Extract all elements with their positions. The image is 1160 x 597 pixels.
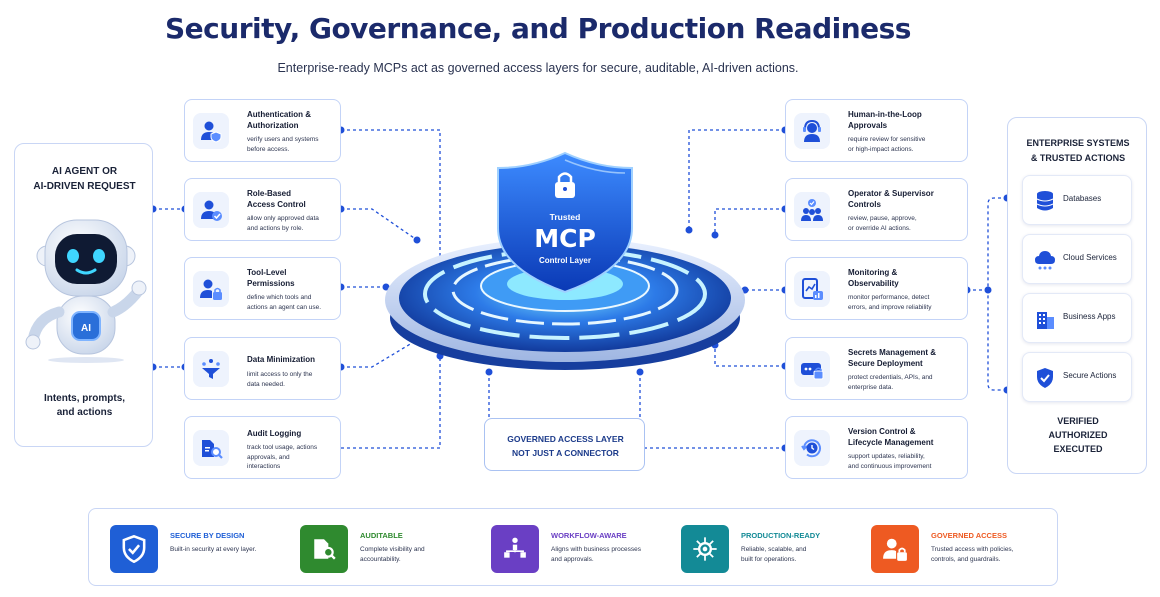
enterprise-item-label: Business Apps — [1063, 312, 1116, 321]
card-desc: support updates, reliability, and contin… — [848, 453, 932, 470]
card-title: Tool-Level Permissions — [247, 268, 295, 288]
card-tool-level-permissions: Tool-Level Permissions define which tool… — [184, 257, 341, 320]
shield-check-icon — [110, 525, 158, 573]
secret-key-lock-icon — [794, 351, 830, 387]
feature-desc: Built-in security at every layer. — [170, 546, 257, 553]
feature-title: PRODUCTION-READY — [741, 531, 821, 540]
headset-agent-icon — [794, 113, 830, 149]
feature-desc: Reliable, scalable, and built for operat… — [741, 546, 807, 563]
enterprise-item-label: Cloud Services — [1063, 253, 1117, 262]
user-lock-icon — [193, 271, 229, 307]
enterprise-panel: ENTERPRISE SYSTEMS & TRUSTED ACTIONS Dat… — [1007, 117, 1147, 474]
card-desc: define which tools and actions an agent … — [247, 294, 322, 311]
enterprise-title: ENTERPRISE SYSTEMS & TRUSTED ACTIONS — [1026, 138, 1130, 163]
database-icon — [1033, 189, 1057, 213]
governed-access-box: GOVERNED ACCESS LAYER NOT JUST A CONNECT… — [484, 418, 645, 471]
enterprise-item-label: Secure Actions — [1063, 371, 1117, 380]
user-check-icon — [193, 192, 229, 228]
lifecycle-clock-icon — [794, 430, 830, 466]
feature-title: AUDITABLE — [360, 531, 403, 540]
mcp-trusted-label: Trusted — [549, 212, 581, 222]
card-data-minimization: Data Minimization limit access to only t… — [184, 337, 341, 400]
feature-title: WORKFLOW-AWARE — [551, 531, 627, 540]
audit-search-icon — [193, 430, 229, 466]
card-desc: review, pause, approve, or override AI a… — [848, 215, 917, 232]
production-hub-icon — [681, 525, 729, 573]
cloud-network-icon — [1033, 248, 1057, 272]
enterprise-item-secure-actions: Secure Actions — [1022, 352, 1132, 402]
enterprise-item-business-apps: Business Apps — [1022, 293, 1132, 343]
card-title: Human-in-the-Loop Approvals — [848, 110, 922, 130]
agent-footer: Intents, prompts, and actions — [43, 393, 126, 418]
ai-agent-panel: AI AGENT OR AI-DRIVEN REQUEST AI Intents… — [14, 143, 153, 447]
enterprise-footer: VERIFIED AUTHORIZED EXECUTED — [1048, 416, 1108, 454]
card-title: Data Minimization — [247, 355, 316, 364]
workflow-person-icon — [491, 525, 539, 573]
feature-desc: Aligns with business processes and appro… — [551, 546, 641, 563]
features-bar: SECURE BY DESIGN Built-in security at ev… — [88, 508, 1058, 586]
user-lock-icon — [871, 525, 919, 573]
card-desc: track tool usage, actions approvals, and… — [247, 444, 318, 470]
data-filter-icon — [193, 351, 229, 387]
feature-production-ready: PRODUCTION-READY Reliable, scalable, and… — [681, 523, 861, 573]
building-icon — [1033, 307, 1057, 331]
card-role-based-access: Role-Based Access Control allow only app… — [184, 178, 341, 241]
feature-title: GOVERNED ACCESS — [931, 531, 1007, 540]
user-shield-icon — [193, 113, 229, 149]
card-title: Role-Based Access Control — [247, 189, 306, 209]
monitoring-chart-icon — [794, 271, 830, 307]
card-authentication: Authentication & Authorization verify us… — [184, 99, 341, 162]
card-title: Version Control & Lifecycle Management — [848, 427, 934, 447]
team-check-icon — [794, 192, 830, 228]
card-desc: allow only approved data and actions by … — [247, 215, 319, 232]
card-monitoring: Monitoring & Observability monitor perfo… — [785, 257, 968, 320]
feature-title: SECURE BY DESIGN — [170, 531, 245, 540]
card-title: Audit Logging — [247, 429, 302, 438]
card-secrets-management: Secrets Management & Secure Deployment p… — [785, 337, 968, 400]
card-operator-controls: Operator & Supervisor Controls review, p… — [785, 178, 968, 241]
enterprise-item-databases: Databases — [1022, 175, 1132, 225]
feature-workflow-aware: WORKFLOW-AWARE Aligns with business proc… — [491, 523, 671, 573]
card-desc: monitor performance, detect errors, and … — [848, 294, 932, 311]
governed-access-text: GOVERNED ACCESS LAYER NOT JUST A CONNECT… — [507, 434, 624, 458]
card-audit-logging: Audit Logging track tool usage, actions … — [184, 416, 341, 479]
mcp-name: MCP — [534, 224, 596, 253]
card-version-control: Version Control & Lifecycle Management s… — [785, 416, 968, 479]
feature-desc: Trusted access with policies, controls, … — [931, 546, 1014, 563]
feature-governed-access: GOVERNED ACCESS Trusted access with poli… — [871, 523, 1051, 573]
feature-secure-by-design: SECURE BY DESIGN Built-in security at ev… — [110, 523, 290, 573]
mcp-layer-label: Control Layer — [538, 256, 591, 265]
card-title: Authentication & Authorization — [247, 110, 311, 130]
feature-auditable: AUDITABLE Complete visibility and accoun… — [300, 523, 480, 573]
feature-desc: Complete visibility and accountability. — [360, 546, 425, 563]
card-desc: verify users and systems before access. — [247, 136, 319, 153]
audit-document-icon — [300, 525, 348, 573]
shield-check-icon — [1033, 366, 1057, 390]
card-title: Monitoring & Observability — [848, 268, 899, 288]
card-human-in-the-loop: Human-in-the-Loop Approvals require revi… — [785, 99, 968, 162]
card-desc: limit access to only the data needed. — [247, 371, 313, 388]
page-title: Security, Governance, and Production Rea… — [165, 12, 911, 45]
enterprise-item-label: Databases — [1063, 194, 1102, 203]
card-title: Operator & Supervisor Controls — [848, 189, 934, 209]
page-subtitle: Enterprise-ready MCPs act as governed ac… — [277, 61, 799, 75]
agent-title: AI AGENT OR AI-DRIVEN REQUEST — [33, 166, 136, 192]
robot-icon: AI — [25, 219, 147, 363]
lock-icon — [555, 172, 575, 198]
card-title: Secrets Management & Secure Deployment — [848, 348, 937, 368]
card-desc: require review for sensitive or high-imp… — [848, 136, 926, 153]
robot-chest-label: AI — [81, 323, 91, 334]
card-desc: protect credentials, APIs, and enterpris… — [848, 374, 933, 391]
enterprise-item-cloud-services: Cloud Services — [1022, 234, 1132, 284]
